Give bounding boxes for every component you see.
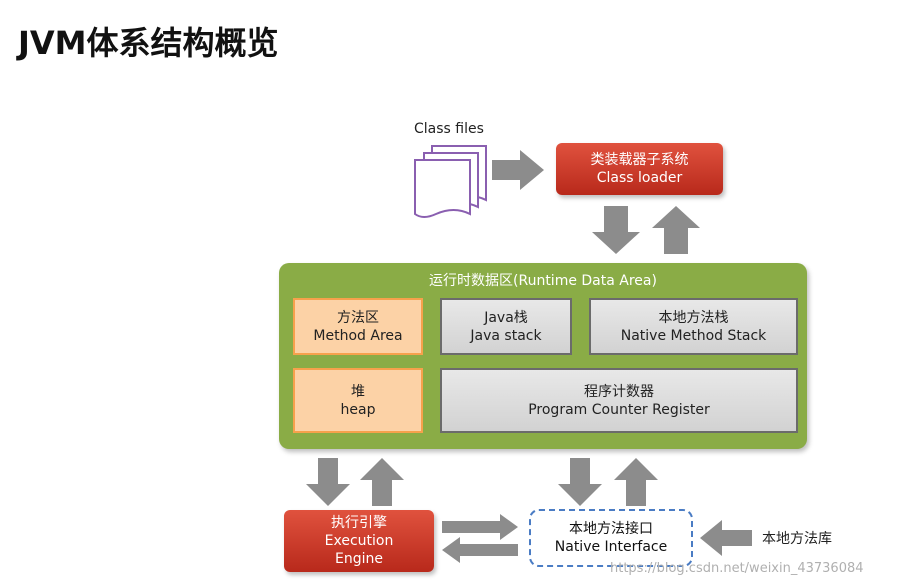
execution-engine-box: 执行引擎 Execution Engine	[284, 510, 434, 572]
arrow-up-native	[614, 458, 658, 506]
arrow-up-loader	[652, 206, 700, 254]
arrow-up-engine	[360, 458, 404, 506]
arrow-left-native-engine	[442, 537, 518, 563]
execution-engine-en2: Engine	[335, 551, 383, 567]
heap-en: heap	[340, 401, 376, 418]
class-files-icon	[414, 145, 487, 218]
pc-register-cn: 程序计数器	[584, 383, 654, 400]
class-files-label: Class files	[414, 121, 484, 137]
native-method-stack-en: Native Method Stack	[620, 327, 767, 344]
java-stack-en: Java stack	[470, 327, 542, 344]
native-method-stack-box: 本地方法栈 Native Method Stack	[589, 298, 798, 355]
heap-cn: 堆	[351, 383, 365, 400]
execution-engine-en1: Execution	[324, 533, 394, 549]
runtime-area-title: 运行时数据区(Runtime Data Area)	[429, 273, 657, 289]
class-loader-en: Class loader	[596, 170, 683, 186]
heap-box: 堆 heap	[293, 368, 423, 433]
method-area-cn: 方法区	[337, 309, 379, 326]
class-loader-cn: 类装载器子系统	[590, 152, 689, 168]
native-method-stack-cn: 本地方法栈	[658, 309, 729, 326]
execution-engine-cn: 执行引擎	[331, 515, 387, 531]
native-interface-en: Native Interface	[554, 539, 668, 555]
page-title: JVM体系结构概览	[18, 24, 279, 62]
arrow-down-loader	[592, 206, 640, 254]
pc-register-en: Program Counter Register	[528, 401, 710, 418]
java-stack-box: Java栈 Java stack	[440, 298, 572, 355]
arrow-down-engine	[306, 458, 350, 506]
watermark: https://blog.csdn.net/weixin_43736084	[610, 561, 864, 576]
pc-register-box: 程序计数器 Program Counter Register	[440, 368, 798, 433]
native-library-label: 本地方法库	[762, 531, 832, 547]
method-area-en: Method Area	[313, 327, 403, 344]
arrow-down-native	[558, 458, 602, 506]
arrow-left-native-library	[700, 520, 752, 556]
native-interface-box: 本地方法接口 Native Interface	[529, 509, 693, 567]
method-area-box: 方法区 Method Area	[293, 298, 423, 355]
arrow-to-class-loader	[492, 150, 544, 190]
native-interface-cn: 本地方法接口	[569, 521, 653, 537]
java-stack-cn: Java栈	[484, 309, 528, 326]
arrow-right-engine-native	[442, 514, 518, 540]
class-loader-box: 类装载器子系统 Class loader	[556, 143, 723, 195]
